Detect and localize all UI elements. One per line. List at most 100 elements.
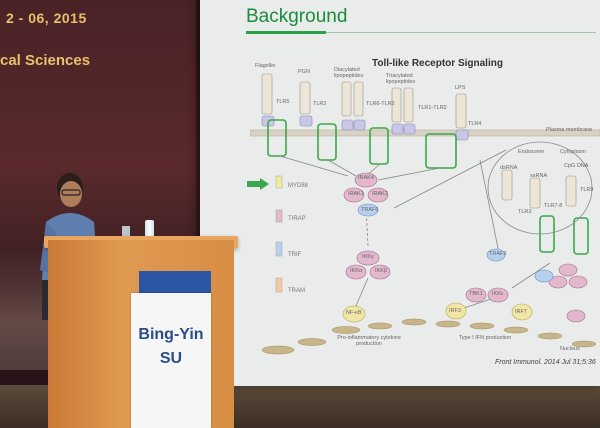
ligand-label-4: LPS <box>455 85 466 91</box>
adaptor-myd88: MYD88 <box>288 183 309 189</box>
legend-tram <box>275 277 283 293</box>
arrow-right-icon <box>247 178 269 190</box>
tir-4 <box>353 119 366 131</box>
legend-tirap <box>275 209 283 223</box>
output-proinflammatory: Pro-inflammatory cytokine production <box>337 335 401 347</box>
tir-3 <box>341 119 354 131</box>
endo-ligand-2: CpG DNA <box>564 163 589 169</box>
receptor-label-3: TLR1-TLR2 <box>418 105 447 111</box>
node-label-irak1: IRAK1 <box>348 191 364 197</box>
banner-date: 2 - 06, 2015 <box>6 10 87 26</box>
endosome <box>487 141 593 235</box>
tir-5 <box>391 123 404 135</box>
receptor-tlr3 <box>501 169 513 201</box>
nucleus-label: Nucleus <box>560 346 580 352</box>
node-label-ikka: IKKα <box>350 268 363 274</box>
ligand-label-2: Diacylated lipopeptides <box>334 67 364 79</box>
node-label-traf3: TRAF3 <box>489 251 507 257</box>
receptor-diacyl-b <box>353 81 364 117</box>
node-label-tbk1: TBK1 <box>469 291 483 297</box>
adaptor-box-3 <box>369 127 389 165</box>
adaptor-box-6 <box>573 217 589 255</box>
node-irak1 <box>343 187 365 203</box>
title-rule <box>326 32 596 33</box>
receptor-label-1: TLR2 <box>313 101 327 107</box>
output-type1-ifn: Type I IFN production <box>458 335 512 341</box>
receptor-label-2: TLR6-TLR2 <box>366 101 395 107</box>
endo-ligand-0: dsRNA <box>500 165 518 171</box>
receptor-triacyl-a <box>391 87 402 123</box>
node-ikk-beta <box>369 264 391 280</box>
node-label-ikkb: IKKβ <box>375 268 388 274</box>
node-ikk-gamma <box>356 250 380 266</box>
node-irak-right2 <box>548 275 568 289</box>
receptor-label-0: TLR5 <box>276 99 290 105</box>
water-glass <box>122 226 130 240</box>
node-label-ikke: IKKε <box>492 291 504 297</box>
endo-ligand-1: ssRNA <box>530 173 548 179</box>
conference-logo-panel <box>139 271 211 293</box>
water-bottle <box>145 220 154 242</box>
legend-trif <box>275 241 283 257</box>
node-label-traf6: TRAF6 <box>361 207 379 213</box>
receptor-lps <box>455 93 467 129</box>
receptor-label-4: TLR4 <box>468 121 482 127</box>
node-label-nfkb: NF-κB <box>346 310 362 316</box>
ligand-label-3: Triacylated lipopeptides <box>386 73 416 85</box>
node-irf7-pink <box>566 309 586 323</box>
endo-receptor-1: TLR7-8 <box>544 203 563 209</box>
receptor-flagellin <box>261 73 273 115</box>
tir-7 <box>455 129 469 141</box>
tlr-signaling-diagram <box>250 73 600 355</box>
adaptor-tram: TRAM <box>288 288 305 294</box>
diagram-title: Toll-like Receptor Signaling <box>372 58 503 69</box>
plasma-membrane <box>250 129 600 137</box>
node-label-irak2: IRAK2 <box>372 191 388 197</box>
receptor-diacyl-a <box>341 81 352 117</box>
receptor-tlr9 <box>565 175 577 207</box>
node-label-irak4: IRAK4 <box>358 175 374 181</box>
node-traf3 <box>486 248 506 262</box>
title-underline <box>246 31 326 34</box>
adaptor-tirap: TIRAP <box>288 216 306 222</box>
adaptor-trif: TRIF <box>288 252 302 258</box>
adaptor-box-2 <box>317 123 337 161</box>
node-ikk-epsilon <box>487 287 509 303</box>
node-label-ikkg: IKKγ <box>362 254 374 260</box>
ligand-label-1: PGN <box>298 69 310 75</box>
node-irak-right3 <box>568 275 588 289</box>
speaker-name-line1: Bing-Yin <box>138 326 204 343</box>
slide-title: Background <box>246 6 348 27</box>
membrane-label: Plasma membrane <box>546 127 593 133</box>
node-nfkb <box>342 305 366 323</box>
speaker-name-line2: SU <box>159 350 183 367</box>
node-irf3 <box>445 302 467 320</box>
node-label-irf3: IRF3 <box>449 308 461 314</box>
node-tbk1 <box>465 287 487 303</box>
node-irf7 <box>511 303 533 321</box>
receptor-triacyl-b <box>403 87 414 123</box>
node-irak2 <box>367 187 389 203</box>
citation: Front Immunol. 2014 Jul 31;5:36 <box>495 359 596 366</box>
node-irak4 <box>354 172 378 188</box>
name-card <box>131 293 211 428</box>
node-ikk-alpha <box>345 264 367 280</box>
endo-receptor-2: TLR9 <box>580 187 594 193</box>
tir-2 <box>299 115 313 127</box>
node-irak-right1 <box>558 263 578 277</box>
endo-receptor-0: TLR3 <box>518 209 532 215</box>
banner-title: cal Sciences <box>0 52 91 69</box>
adaptor-box-4 <box>425 133 457 169</box>
node-traf-right <box>534 269 554 283</box>
adaptor-box-1 <box>267 119 287 157</box>
tir-6 <box>403 123 416 135</box>
legend-myd88 <box>275 175 283 189</box>
cytoplasm-label: Cytoplasm <box>560 149 586 155</box>
endosome-label: Endosome <box>518 149 545 155</box>
node-traf6 <box>357 203 379 217</box>
receptor-tlr78 <box>529 177 541 209</box>
receptor-pgn <box>299 81 311 115</box>
node-label-irf7: IRF7 <box>515 309 527 315</box>
ligand-label-0: Flagellin <box>255 63 276 69</box>
